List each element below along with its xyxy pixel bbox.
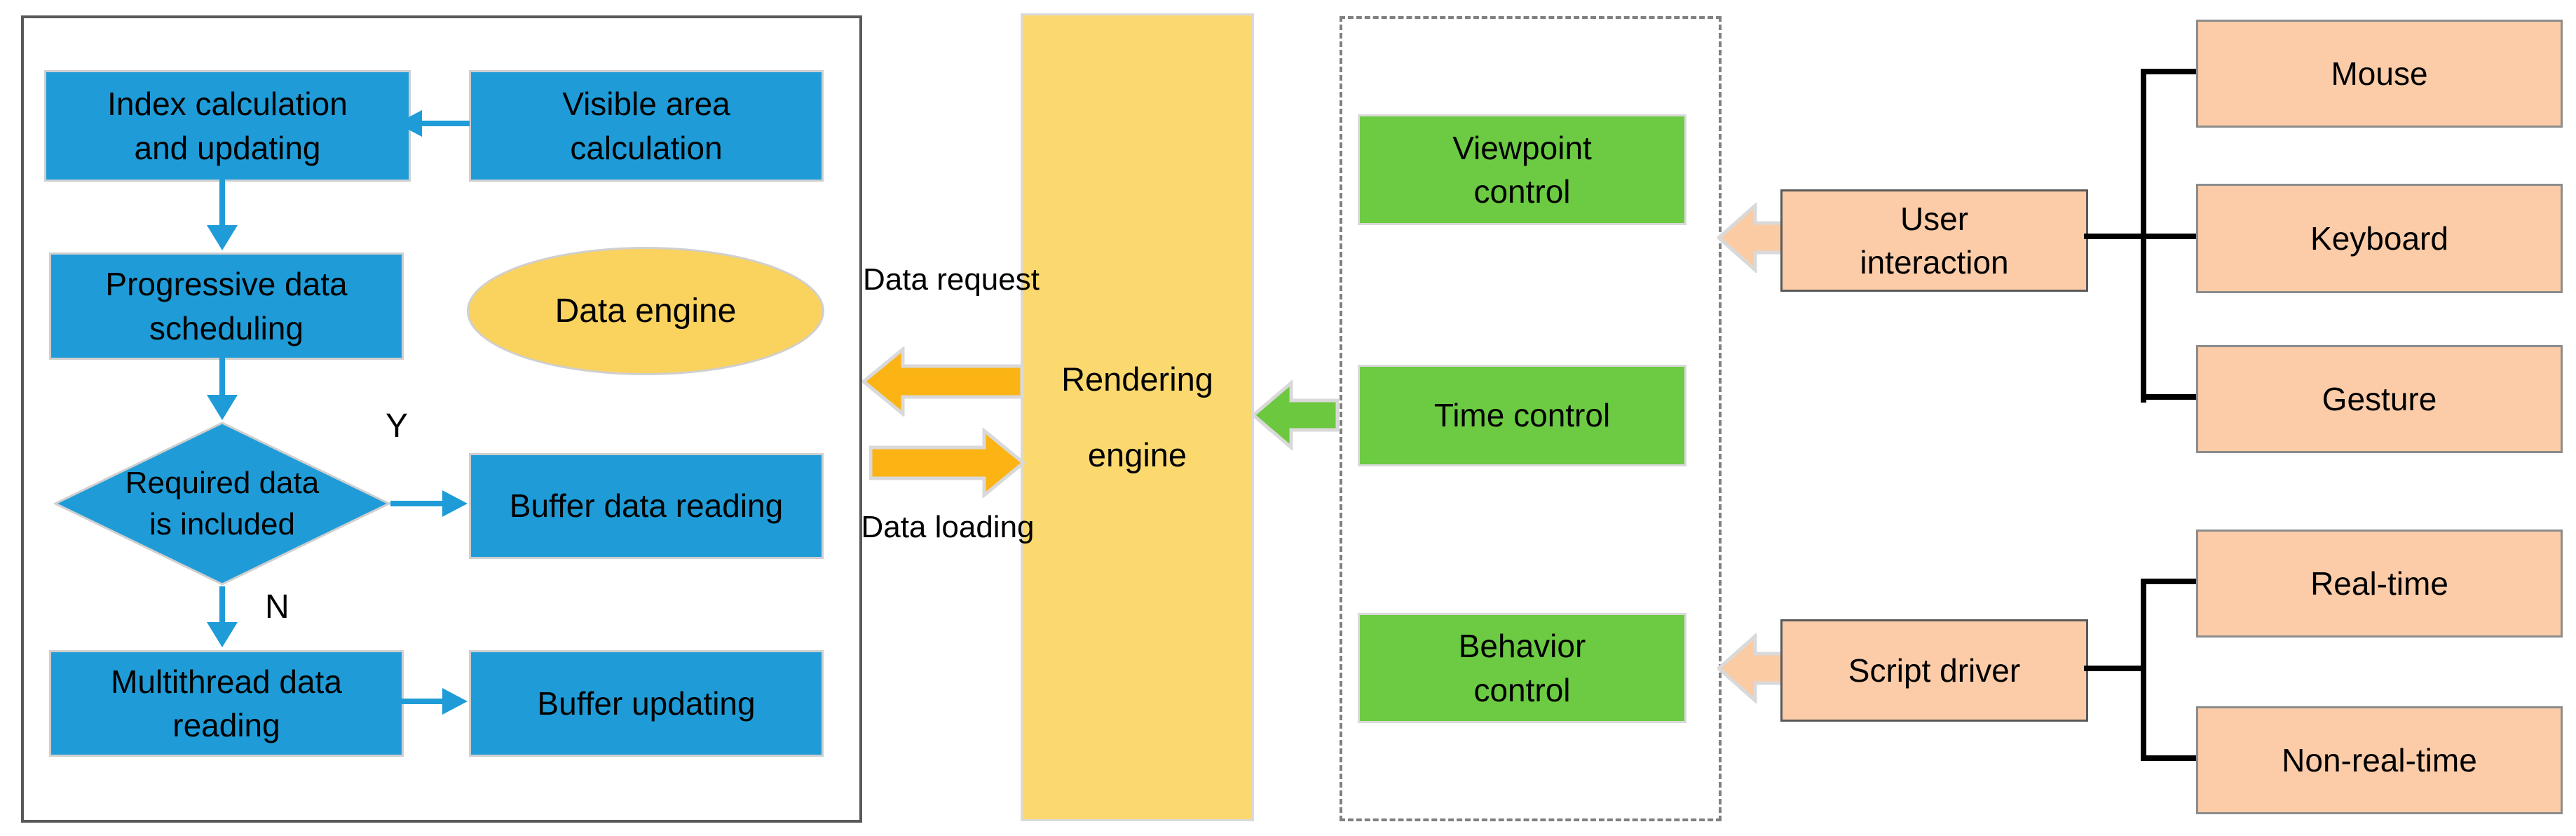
arrow-decision-to-multithread-line: [219, 586, 225, 623]
data-loading-arrow-icon: [869, 428, 1025, 498]
box-progressive-scheduling-label: Progressive data scheduling: [105, 266, 348, 346]
connector-stub-gesture: [2141, 394, 2196, 400]
box-index-calculation: Index calculation and updating: [44, 70, 411, 182]
decision-diamond-shape: [53, 422, 392, 586]
box-time-control-label: Time control: [1433, 397, 1611, 434]
arrow-decision-to-buffer-reading-line: [390, 501, 444, 506]
decision-required-data-label: Required data is included: [125, 465, 320, 541]
ellipse-data-engine: Data engine: [467, 247, 824, 375]
box-viewpoint-control: Viewpoint control: [1358, 114, 1686, 225]
box-progressive-scheduling: Progressive data scheduling: [49, 252, 404, 360]
arrow-multithread-to-updating-line: [400, 699, 444, 704]
user-interaction-to-controls-arrow-icon: [1717, 203, 1784, 273]
box-multithread-reading-label: Multithread data reading: [111, 663, 342, 743]
box-keyboard: Keyboard: [2196, 184, 2563, 293]
connector-stub-mouse: [2141, 69, 2196, 74]
user-interaction-arrow-polygon: [1717, 203, 1784, 273]
box-non-real-time-label: Non-real-time: [2282, 741, 2477, 778]
arrow-decision-to-multithread-head-icon: [207, 622, 238, 647]
box-script-driver-label: Script driver: [1848, 652, 2021, 689]
box-real-time-label: Real-time: [2310, 565, 2448, 602]
arrow-index-to-progressive-line: [219, 179, 225, 227]
box-user-interaction-label: User interaction: [1860, 200, 2009, 281]
box-buffer-data-reading: Buffer data reading: [469, 453, 824, 559]
box-script-driver: Script driver: [1780, 619, 2088, 722]
arrow-progressive-to-decision-head-icon: [207, 395, 238, 420]
box-gesture-label: Gesture: [2322, 380, 2437, 417]
box-buffer-data-reading-label: Buffer data reading: [509, 487, 784, 525]
box-real-time: Real-time: [2196, 530, 2563, 638]
data-request-arrow-polygon: [862, 346, 1023, 417]
connector-script-driver: [2084, 666, 2146, 671]
label-branch-no: N: [265, 588, 289, 626]
connector-stub-non-real-time: [2141, 755, 2196, 761]
box-non-real-time: Non-real-time: [2196, 706, 2563, 814]
label-branch-yes: Y: [386, 407, 409, 445]
connector-stub-real-time: [2141, 579, 2196, 584]
script-driver-to-controls-arrow-icon: [1717, 633, 1784, 703]
box-buffer-updating-label: Buffer updating: [537, 685, 756, 722]
box-rendering-engine-label: Rendering engine: [1061, 360, 1213, 473]
box-visible-area-label: Visible area calculation: [562, 86, 730, 166]
box-multithread-reading: Multithread data reading: [49, 650, 404, 757]
box-rendering-engine-label-wrap: Rendering engine: [1023, 15, 1252, 819]
box-time-control: Time control: [1358, 365, 1686, 466]
box-user-interaction: User interaction: [1780, 189, 2088, 292]
connector-user-interaction-trunk: [2141, 69, 2146, 403]
box-behavior-control-label: Behavior control: [1458, 628, 1586, 708]
box-visible-area: Visible area calculation: [469, 70, 824, 182]
box-buffer-updating: Buffer updating: [469, 650, 824, 757]
connector-user-interaction-keyboard: [2084, 234, 2196, 239]
box-rendering-engine: Rendering engine: [1021, 13, 1254, 821]
label-data-loading: Data loading: [861, 510, 1035, 544]
controls-to-rendering-arrow-polygon: [1252, 380, 1339, 450]
arrow-multithread-to-updating-head-icon: [442, 688, 468, 715]
connector-script-driver-trunk: [2141, 579, 2146, 761]
arrow-progressive-to-decision-line: [219, 357, 225, 396]
arrow-index-to-progressive-head-icon: [207, 225, 238, 250]
script-driver-arrow-polygon: [1717, 633, 1784, 703]
arrow-decision-to-buffer-reading-head-icon: [442, 490, 468, 517]
box-behavior-control: Behavior control: [1358, 613, 1686, 723]
box-index-calculation-label: Index calculation and updating: [107, 86, 348, 166]
label-data-request: Data request: [863, 262, 1040, 297]
box-gesture: Gesture: [2196, 345, 2563, 453]
decision-required-data-label-wrap: Required data is included: [54, 422, 390, 586]
box-mouse-label: Mouse: [2331, 55, 2428, 92]
decision-diamond-polygon: [53, 422, 392, 586]
data-request-arrow-icon: [862, 346, 1023, 417]
ellipse-data-engine-label: Data engine: [554, 292, 737, 330]
controls-to-rendering-arrow-icon: [1252, 380, 1339, 450]
arrow-visible-to-index-line: [421, 121, 470, 126]
decision-required-data: Required data is included: [53, 422, 392, 586]
arrow-visible-to-index-head-icon: [397, 110, 422, 137]
box-keyboard-label: Keyboard: [2310, 220, 2448, 257]
box-mouse: Mouse: [2196, 20, 2563, 128]
box-viewpoint-control-label: Viewpoint control: [1452, 129, 1592, 210]
data-loading-arrow-polygon: [869, 428, 1025, 498]
